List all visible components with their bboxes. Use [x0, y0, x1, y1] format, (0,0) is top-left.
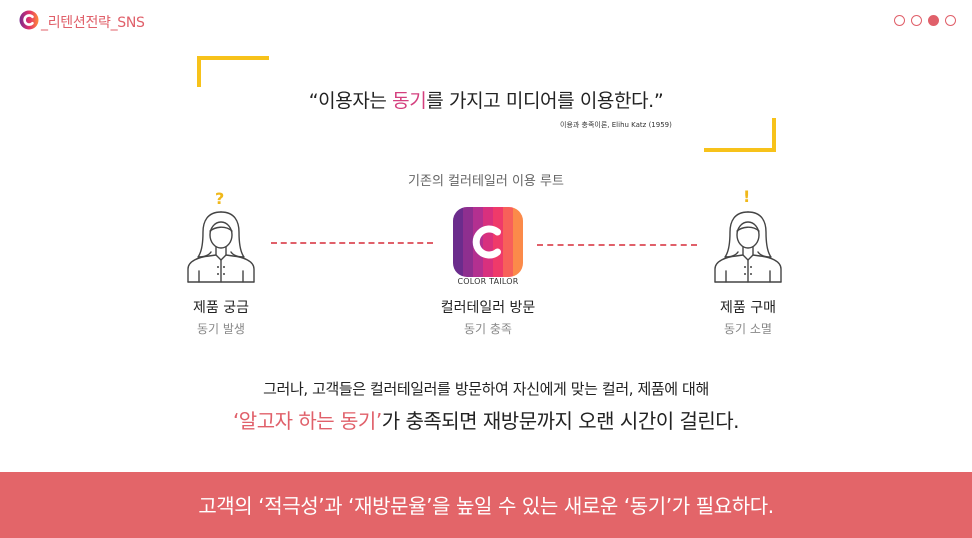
stage-subtitle: 동기 발생	[197, 322, 245, 336]
page-dot-active[interactable]	[928, 15, 939, 26]
page-dot[interactable]	[894, 15, 905, 26]
color-tailor-app-icon	[453, 207, 523, 277]
stage-subtitle: 동기 충족	[464, 322, 512, 336]
quote-source: 이용과 충족이론, Elihu Katz (1959)	[560, 121, 672, 129]
stage-title: 컬러테일러 방문	[440, 300, 536, 316]
quote-bracket-top-left	[197, 56, 269, 87]
quote-bracket-bottom-right	[704, 118, 776, 152]
stage-subtitle: 동기 소멸	[724, 322, 772, 336]
stage-title: 제품 궁금	[193, 300, 249, 316]
body-text-line: ‘알고자 하는 동기’가 충족되면 재방문까지 오랜 시간이 걸린다.	[232, 409, 740, 433]
route-connector	[271, 242, 433, 244]
quote-text: “이용자는 동기를 가지고 미디어를 이용한다.”	[308, 90, 664, 112]
person-icon	[187, 211, 255, 283]
page-indicator	[894, 15, 956, 26]
page-dot[interactable]	[911, 15, 922, 26]
exclamation-mark-icon: !	[743, 187, 751, 206]
route-title: 기존의 컬러테일러 이용 루트	[408, 174, 564, 189]
banner-text: 고객의 ‘적극성’과 ‘재방문율’을 높일 수 있는 새로운 ‘동기’가 필요하…	[198, 494, 774, 518]
route-connector	[537, 244, 697, 246]
body-text-line: 그러나, 고객들은 컬러테일러를 방문하여 자신에게 맞는 컬러, 제품에 대해	[263, 380, 709, 398]
page-dot[interactable]	[945, 15, 956, 26]
brand-logo-icon	[19, 10, 39, 30]
page-header-title: _리텐션전략_SNS	[41, 15, 145, 31]
body-highlight: ‘알고자 하는 동기’	[232, 409, 382, 433]
question-mark-icon: ?	[215, 189, 225, 208]
quote-highlight: 동기	[392, 90, 427, 112]
person-icon	[714, 211, 782, 283]
conclusion-banner: 고객의 ‘적극성’과 ‘재방문율’을 높일 수 있는 새로운 ‘동기’가 필요하…	[0, 472, 972, 538]
brand-name: COLOR TAILOR	[457, 277, 519, 286]
stage-title: 제품 구매	[720, 300, 776, 316]
